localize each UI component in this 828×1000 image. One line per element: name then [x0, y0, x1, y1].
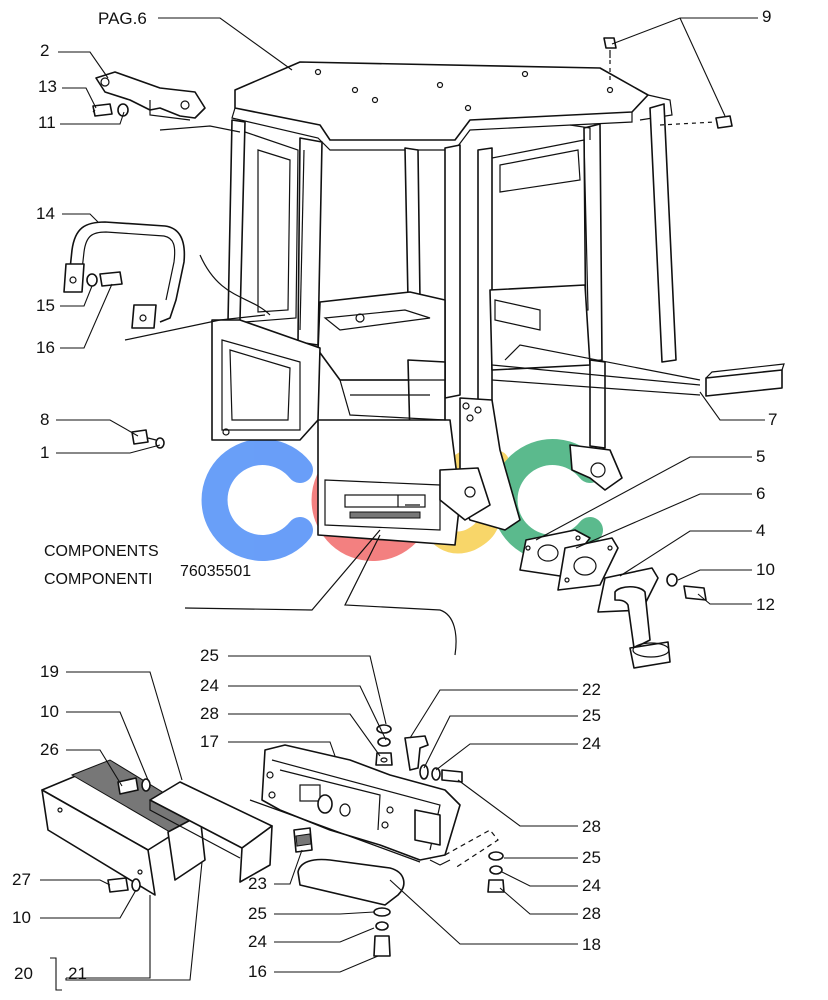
callout-9: 9	[762, 7, 771, 26]
callout-5: 5	[756, 447, 765, 466]
callout-28-b: 28	[582, 817, 601, 836]
callout-24-b: 24	[582, 734, 601, 753]
callout-8: 8	[40, 410, 49, 429]
callout-16: 16	[36, 338, 55, 357]
callout-10-lower: 10	[12, 908, 31, 927]
callout-19: 19	[40, 662, 59, 681]
part-16b-bolt	[373, 935, 391, 957]
callout-labels: PAG.6 2 13 11 9 14 15 16 8 1 7 5 6 4 10 …	[12, 7, 777, 983]
callout-25-b: 25	[582, 706, 601, 725]
part-28c-nut	[487, 879, 505, 893]
part-9-bolt-right	[715, 115, 733, 129]
part-10b-washer	[141, 778, 151, 792]
part-24c-lockwasher	[489, 865, 503, 875]
assembly-leader-right	[344, 534, 457, 656]
part-18-plate	[297, 858, 405, 906]
callout-27: 27	[12, 870, 31, 889]
callout-16-lower: 16	[248, 962, 267, 981]
callout-25-a: 25	[200, 646, 219, 665]
part-4-intake-elbow	[597, 567, 671, 669]
part-8-bolt	[131, 429, 157, 445]
part-2-hinge-bracket	[95, 71, 206, 121]
part-26-bolt	[117, 777, 139, 795]
housing-ghost-outline	[444, 829, 499, 869]
part-1-washer	[155, 437, 165, 449]
callout-22: 22	[582, 680, 601, 699]
callout-10-panel: 10	[40, 702, 59, 721]
label-page-ref: PAG.6	[98, 9, 147, 28]
part-14-handrail	[63, 221, 186, 329]
callout-14: 14	[36, 204, 55, 223]
callout-10: 10	[756, 560, 775, 579]
part-7-rubber-pad	[705, 363, 785, 397]
callout-28-a: 28	[200, 704, 219, 723]
part-22-bracket	[404, 735, 429, 771]
part-21-gasket	[70, 759, 206, 881]
part-25c-washer	[488, 851, 504, 861]
part-9-bolt-upper	[603, 37, 617, 58]
part-25a-washer	[376, 724, 392, 734]
callout-15: 15	[36, 296, 55, 315]
callout-1: 1	[40, 443, 49, 462]
callout-13: 13	[38, 77, 57, 96]
part-23-damper	[293, 827, 313, 853]
callout-17: 17	[200, 732, 219, 751]
part-10-washer	[666, 573, 678, 587]
part-25b-washer	[419, 764, 429, 780]
part-17-housing	[249, 744, 461, 866]
callout-21: 21	[68, 964, 87, 983]
callout-24-d: 24	[248, 932, 267, 951]
callout-25-d: 25	[248, 904, 267, 923]
callout-11: 11	[38, 113, 56, 132]
assembly-leader-left	[184, 529, 381, 611]
callout-7: 7	[768, 410, 777, 429]
components-title-en: COMPONENTS	[44, 543, 159, 560]
part-28a-nut	[375, 752, 393, 766]
part-24a-lockwasher	[377, 737, 391, 747]
part-16-bolt	[99, 271, 123, 287]
part-6-plate	[557, 537, 619, 591]
callout-2: 2	[40, 41, 49, 60]
callout-20: 20	[14, 964, 33, 983]
callout-25-c: 25	[582, 848, 601, 867]
components-title-it: COMPONENTI	[44, 571, 152, 588]
callout-24-c: 24	[582, 876, 601, 895]
part-24d-lockwasher	[375, 921, 389, 931]
part-19-panel	[149, 781, 273, 883]
bracket-leader-line	[159, 125, 241, 133]
callout-6: 6	[756, 484, 765, 503]
callout-26: 26	[40, 740, 59, 759]
callout-12: 12	[756, 595, 775, 614]
part-20-cover-plate	[41, 774, 181, 896]
part-15-washer	[86, 273, 98, 287]
part-25d-washer	[373, 907, 391, 917]
leader-lines	[40, 17, 765, 991]
callout-24-a: 24	[200, 676, 219, 695]
part-24b-lockwasher	[431, 767, 441, 781]
callout-18: 18	[582, 935, 601, 954]
part-10c-washer	[131, 878, 141, 892]
part-28b-bolt	[441, 769, 463, 783]
part-9-centerline	[609, 60, 716, 126]
components-code: 76035501	[180, 563, 251, 580]
callout-28-c: 28	[582, 904, 601, 923]
callout-23: 23	[248, 874, 267, 893]
cab-frame	[124, 61, 701, 546]
part-27-bolt	[107, 877, 129, 893]
watermark-letter-c1	[201, 439, 313, 561]
part-13-bolt	[92, 103, 113, 117]
callout-4: 4	[756, 521, 765, 540]
